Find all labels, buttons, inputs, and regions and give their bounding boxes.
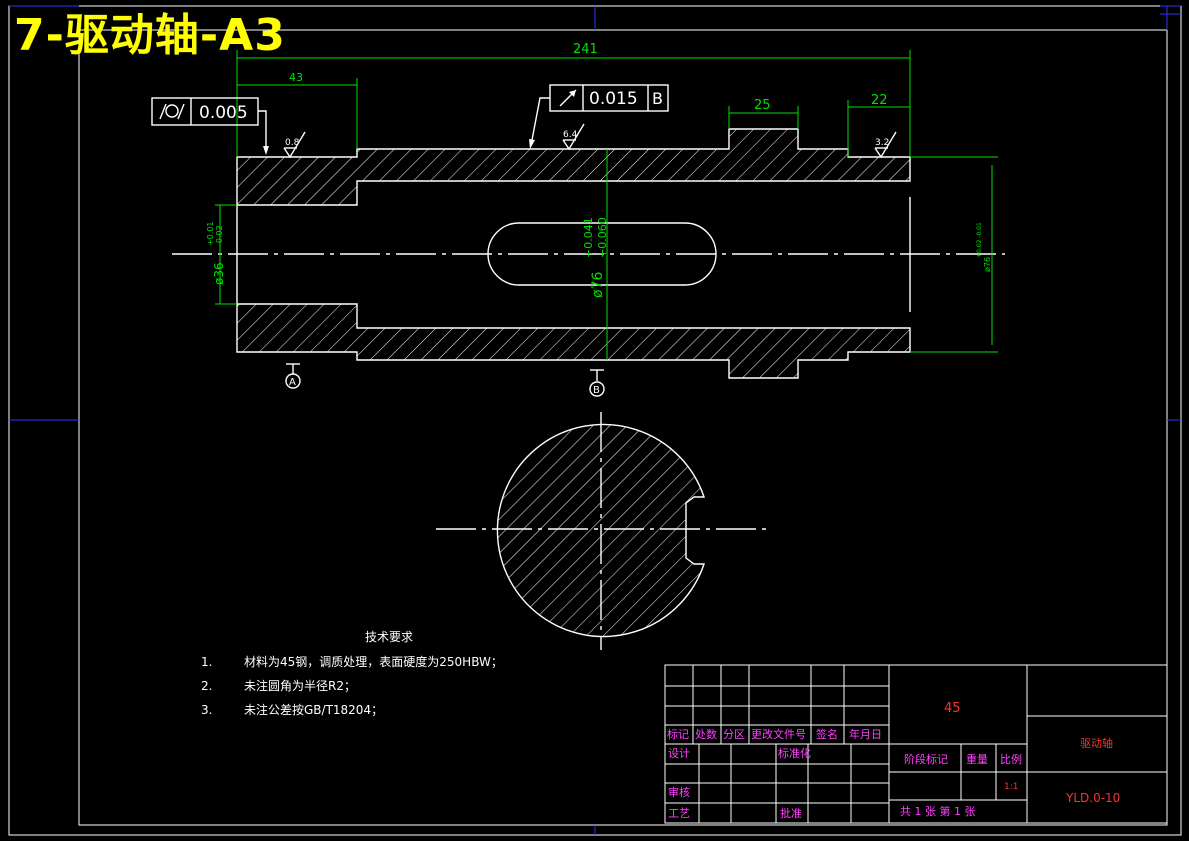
svg-text:更改文件号: 更改文件号 (751, 727, 806, 741)
dim-mid-tol-lower: +0.060 (596, 217, 609, 258)
svg-text:重量: 重量 (966, 752, 988, 766)
tech-heading: 技术要求 (365, 630, 413, 644)
svg-text:工艺: 工艺 (668, 807, 690, 820)
drawing-number: YLD.0-10 (1065, 791, 1120, 805)
svg-text:设计: 设计 (668, 747, 690, 760)
dim-bore-length: 43 (289, 71, 303, 84)
dim-bore-dia: ø36 (212, 262, 226, 285)
dim-bore-tol-lower: -0.02 (215, 225, 224, 246)
tech-requirements: 技术要求 1. 材料为45钢，调质处理，表面硬度为250HBW； 2. 未注圆角… (201, 630, 503, 717)
scale-value: 1:1 (1004, 782, 1018, 792)
svg-text:比例: 比例 (1000, 752, 1022, 766)
drawing-title: 7-驱动轴-A3 (14, 10, 286, 61)
cylindricity-frame: 0.005 (151, 97, 269, 155)
svg-text:A: A (289, 377, 296, 388)
dim-step-length: 22 (871, 93, 888, 108)
runout-frame: 0.015 B (529, 84, 669, 149)
outer-frame (8, 5, 1182, 836)
shaft-section (172, 128, 1005, 379)
dimensions: 241 43 25 22 ø36 +0.01 -0.02 ø76 +0.041 … (206, 42, 998, 360)
tech-item-1: 材料为45钢，调质处理，表面硬度为250HBW； (244, 654, 503, 669)
material-value: 45 (944, 701, 961, 716)
svg-text:标记: 标记 (667, 727, 689, 741)
svg-text:2.: 2. (201, 679, 212, 693)
tech-item-2: 未注圆角为半径R2； (244, 678, 356, 693)
datum-a: A (285, 363, 301, 389)
svg-text:年月日: 年月日 (849, 727, 882, 741)
svg-text:阶段标记: 阶段标记 (904, 752, 948, 766)
inner-frame (78, 29, 1168, 826)
svg-text:B: B (593, 385, 600, 396)
svg-text:审核: 审核 (668, 785, 690, 799)
svg-text:批准: 批准 (780, 806, 802, 820)
dim-right-dia: ø76 (983, 257, 992, 272)
svg-text:签名: 签名 (816, 727, 838, 741)
tech-item-3: 未注公差按GB/T18204； (244, 702, 383, 717)
centering-marks (9, 5, 1181, 835)
svg-text:3.2: 3.2 (875, 138, 889, 148)
datum-b: B (589, 369, 605, 397)
keyway-slot (487, 222, 717, 286)
svg-text:3.: 3. (201, 703, 212, 717)
roughness-right: 3.2 (874, 131, 897, 159)
dim-bore-tol-upper: +0.01 (206, 221, 215, 246)
dim-overall-length: 241 (573, 42, 598, 57)
svg-text:共 1 张 第 1 张: 共 1 张 第 1 张 (900, 804, 975, 818)
part-name: 驱动轴 (1080, 736, 1113, 750)
cylindricity-value: 0.005 (199, 103, 248, 123)
runout-value: 0.015 (589, 89, 638, 109)
cross-section (436, 412, 767, 650)
svg-text:6.4: 6.4 (563, 130, 578, 140)
lower-wall-hatch (236, 303, 911, 379)
roughness-left: 0.8 (283, 131, 306, 159)
svg-text:1.: 1. (201, 655, 212, 669)
roughness-mid: 6.4 (562, 123, 585, 151)
dim-right-tol: +0.02 -0.01 (976, 222, 983, 258)
title-block: 标记 处数 分区 更改文件号 签名 年月日 设计 标准化 审核 工艺 批准 阶段… (664, 664, 1168, 824)
svg-text:分区: 分区 (723, 728, 745, 741)
runout-datum: B (652, 89, 663, 108)
dim-mid-dia: ø76 (590, 272, 606, 298)
dim-key-length: 25 (754, 98, 771, 113)
dim-mid-tol-upper: +0.041 (582, 217, 595, 258)
svg-text:0.8: 0.8 (285, 138, 300, 148)
svg-text:标准化: 标准化 (778, 746, 811, 760)
svg-text:处数: 处数 (695, 728, 717, 741)
